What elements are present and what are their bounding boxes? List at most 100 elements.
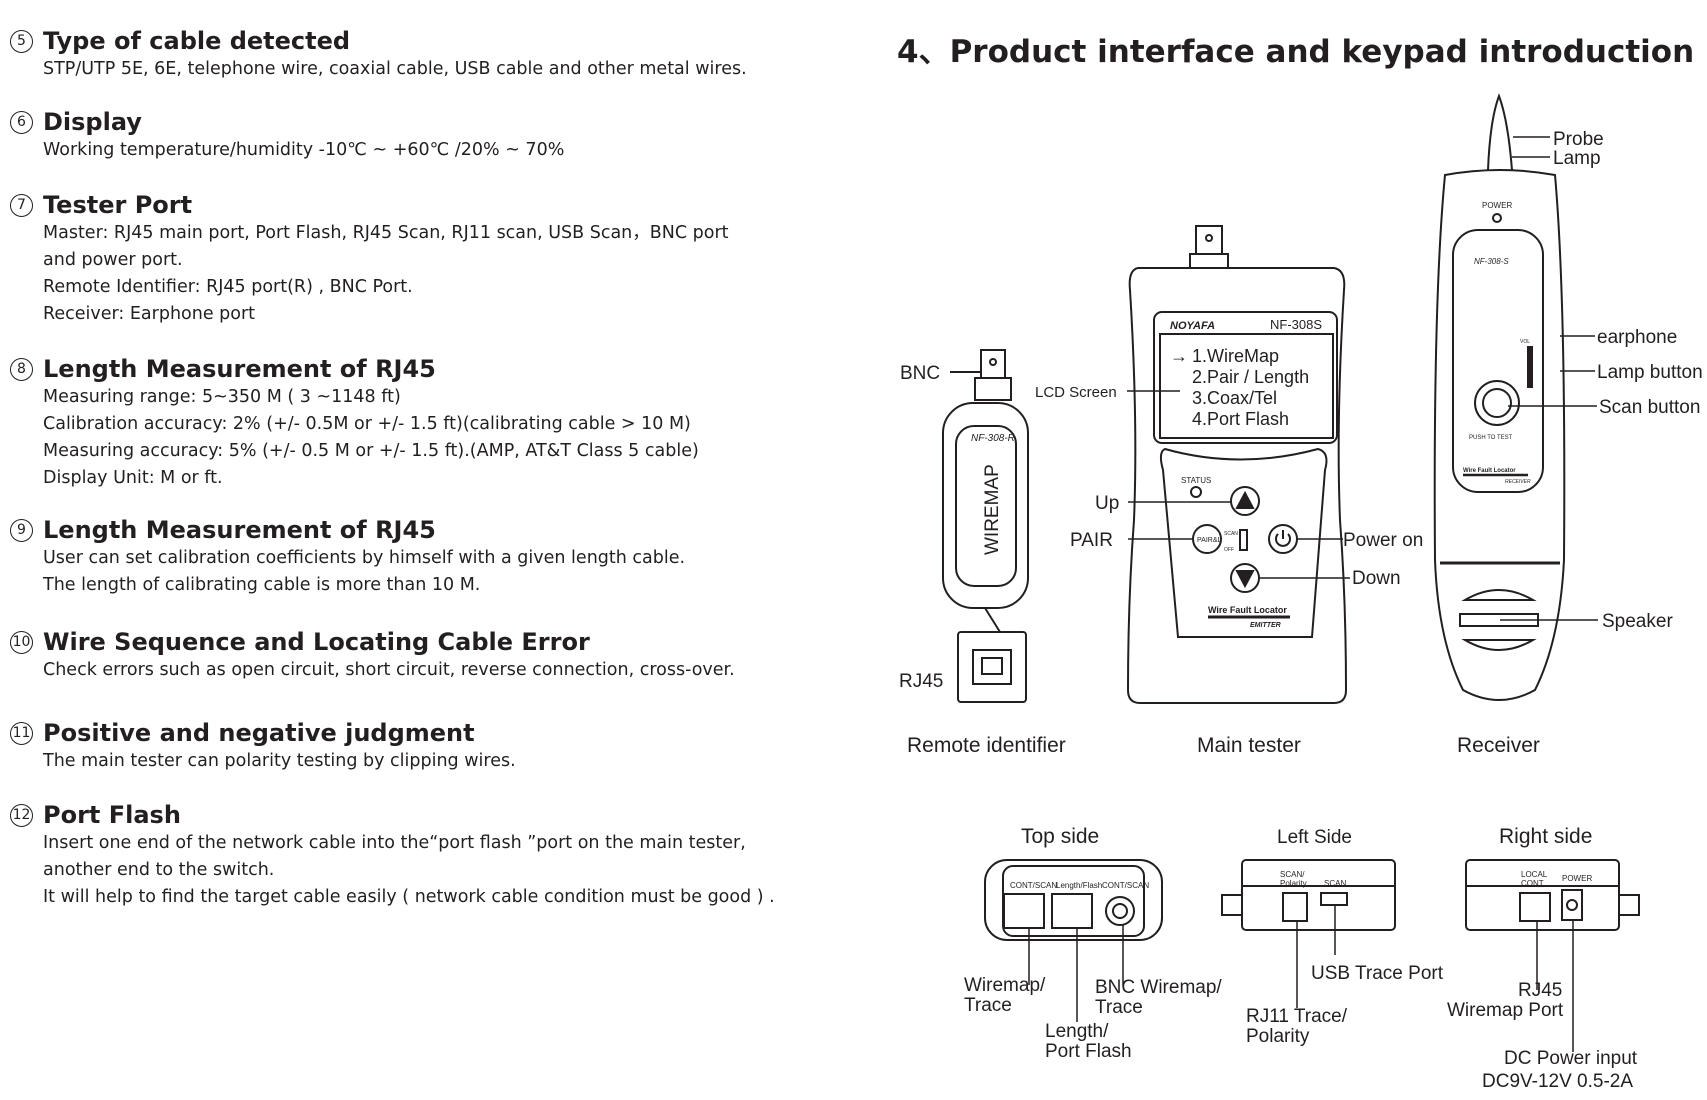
spec-text: Check errors such as open circuit, short… (43, 660, 735, 680)
receiver-model-label: NF-308-S (1474, 257, 1509, 266)
wiremap-trace-label: Wiremap/ (964, 975, 1046, 996)
rj45-label: RJ45 (899, 671, 943, 692)
section-number-badge: 9 (10, 519, 33, 542)
up-label: Up (1095, 493, 1119, 514)
spec-text: Working temperature/humidity -10℃ ~ +60℃… (43, 140, 565, 160)
off-switch-label: OFF (1224, 547, 1234, 553)
bnc-wiremap-label: Trace (1095, 997, 1143, 1018)
top-side-drawing (984, 859, 1163, 1022)
lcd-menu-item: 4.Port Flash (1192, 409, 1289, 429)
length-port-flash-label: Length/ (1045, 1021, 1109, 1042)
section-number-badge: 5 (10, 30, 33, 53)
emitter-label: EMITTER (1250, 622, 1281, 629)
spec-text: Calibration accuracy: 2% (+/- 0.5M or +/… (43, 414, 691, 434)
power-on-label: Power on (1343, 530, 1423, 551)
receiver-drawing: POWER NF-308-S VOL PUSH TO TEST Wire Fau… (1433, 93, 1598, 701)
probe-label: Probe (1553, 129, 1604, 150)
lcd-screen-label: LCD Screen (1035, 384, 1117, 401)
spec-section: 10 Wire Sequence and Locating Cable Error… (10, 627, 860, 684)
spec-heading: Type of cable detected (43, 27, 351, 55)
spec-heading: Length Measurement of RJ45 (43, 355, 436, 383)
receiver-footer-label: Wire Fault Locator (1463, 468, 1516, 474)
dc-power-input-label: DC Power input (1504, 1048, 1638, 1069)
scan-polarity-port-label: SCAN/ (1280, 870, 1305, 879)
spec-text: Measuring accuracy: 5% (+/- 0.5 M or +/-… (43, 441, 699, 461)
speaker-label: Speaker (1602, 611, 1673, 632)
spec-text: It will help to find the target cable ea… (43, 887, 775, 907)
section-number-badge: 10 (10, 631, 33, 654)
local-cont-port-label: LOCAL (1521, 870, 1548, 879)
main-tester-drawing: NOYAFA NF-308S STATUS PAIR&L SCAN OFF Wi… (1126, 225, 1350, 704)
spec-heading: Display (43, 108, 142, 136)
scan-switch-label: SCAN (1224, 531, 1238, 537)
footer-label: Wire Fault Locator (1208, 605, 1287, 615)
rj11-trace-label: Polarity (1246, 1026, 1310, 1047)
remote-model-label: NF-308-R (971, 433, 1015, 444)
lcd-menu-item: 1.WireMap (1192, 346, 1279, 366)
top-port-label: Length/Flash (1056, 881, 1102, 890)
section-number-badge: 11 (10, 722, 33, 745)
pair-label: PAIR (1070, 530, 1113, 551)
spec-text: Measuring range: 5~350 M ( 3 ~1148 ft) (43, 387, 401, 407)
length-port-flash-label: Port Flash (1045, 1041, 1132, 1062)
spec-text: The length of calibrating cable is more … (43, 575, 481, 595)
spec-text: and power port. (43, 250, 183, 270)
wiremap-body-text: WIREMAP (982, 464, 1003, 555)
bnc-label: BNC (900, 363, 940, 384)
section-number-badge: 7 (10, 194, 33, 217)
main-model-label: NF-308S (1270, 317, 1322, 332)
rj11-trace-label: RJ11 Trace/ (1246, 1006, 1348, 1027)
section-number-badge: 8 (10, 358, 33, 381)
down-label: Down (1352, 568, 1401, 589)
section-number-badge: 12 (10, 804, 33, 827)
spec-text: Receiver: Earphone port (43, 304, 256, 324)
spec-text: Master: RJ45 main port, Port Flash, RJ45… (43, 223, 729, 243)
spec-text: The main tester can polarity testing by … (43, 751, 516, 771)
spec-text: another end to the switch. (43, 860, 275, 880)
usb-trace-port-label: USB Trace Port (1311, 963, 1444, 984)
local-cont-port-label: CONT (1521, 879, 1544, 888)
scan-polarity-port-label: Polarity (1280, 879, 1307, 888)
status-label: STATUS (1181, 476, 1211, 485)
right-side-drawing (1465, 859, 1640, 1052)
lamp-button-label: Lamp button (1597, 362, 1703, 383)
brand-logo: NOYAFA (1170, 320, 1215, 332)
spec-heading: Length Measurement of RJ45 (43, 516, 436, 544)
scan-port-label: SCAN (1324, 879, 1346, 888)
remote-identifier-caption: Remote identifier (907, 734, 1066, 757)
receiver-power-label: POWER (1482, 201, 1512, 210)
spec-text: User can set calibration coefficients by… (43, 548, 686, 568)
main-tester-caption: Main tester (1197, 734, 1301, 757)
spec-text: Display Unit: M or ft. (43, 468, 223, 488)
earphone-label: earphone (1597, 327, 1677, 348)
left-side-title: Left Side (1277, 827, 1352, 848)
scan-button-label: Scan button (1599, 397, 1700, 418)
receiver-caption: Receiver (1457, 734, 1540, 757)
dc-power-spec-label: DC9V-12V 0.5-2A (1482, 1071, 1633, 1092)
section-number-badge: 6 (10, 111, 33, 134)
vol-label: VOL (1520, 339, 1530, 345)
wiremap-trace-label: Trace (964, 995, 1012, 1016)
remote-identifier-drawing: NF-308-R WIREMAP (942, 349, 1029, 703)
spec-heading: Wire Sequence and Locating Cable Error (43, 628, 590, 656)
top-side-title: Top side (1021, 825, 1099, 848)
lcd-menu-item: 3.Coax/Tel (1192, 388, 1277, 408)
push-to-test-label: PUSH TO TEST (1469, 435, 1513, 441)
top-port-label: CONT/SCAN (1010, 881, 1057, 890)
power-port-label: POWER (1562, 874, 1592, 883)
pair-button-text: PAIR&L (1197, 537, 1221, 544)
spec-heading: Positive and negative judgment (43, 719, 475, 747)
menu-arrow-icon: → (1170, 346, 1188, 366)
spec-text: Insert one end of the network cable into… (43, 833, 746, 853)
receiver-type-label: RECEIVER (1505, 479, 1531, 485)
spec-text: Remote Identifier: RJ45 port(R) , BNC Po… (43, 277, 413, 297)
rj45-wiremap-port-label: Wiremap Port (1447, 1000, 1564, 1021)
